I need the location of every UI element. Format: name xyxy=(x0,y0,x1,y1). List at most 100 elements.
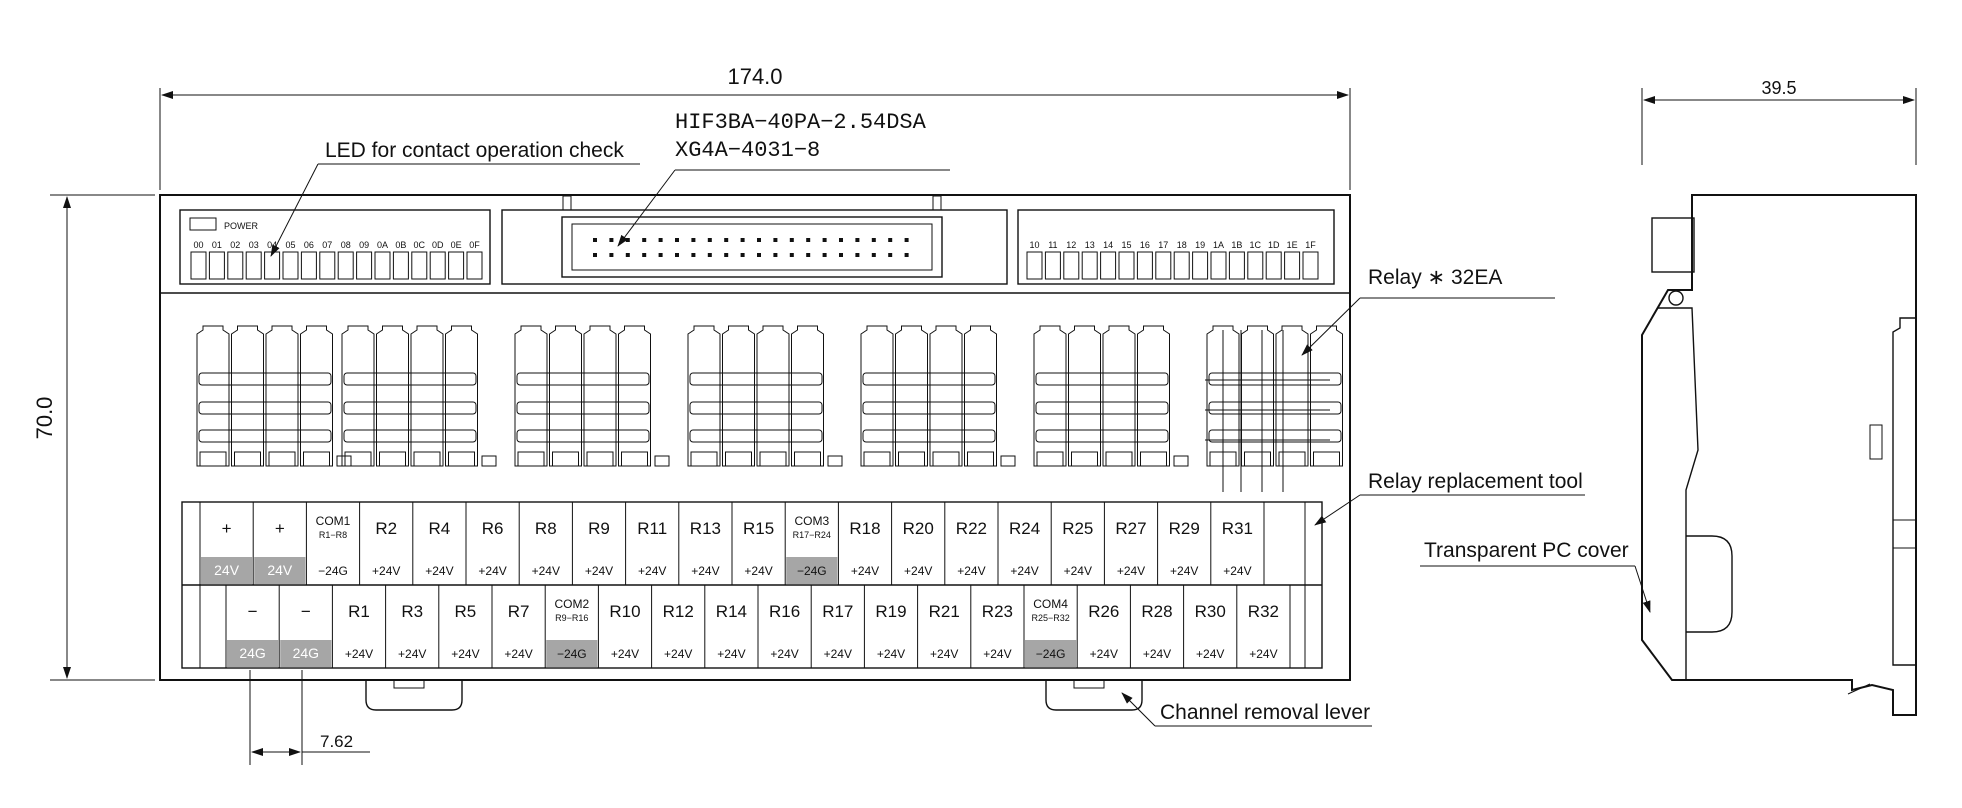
terminal-top[interactable]: R27+24V xyxy=(1103,502,1147,585)
terminal-top[interactable]: R31+24V xyxy=(1210,502,1253,585)
connector-pin xyxy=(806,238,811,242)
relay[interactable] xyxy=(583,325,617,467)
relay-base xyxy=(413,451,441,467)
terminal-bottom[interactable]: R1+24V xyxy=(331,585,373,668)
terminal-top[interactable]: R9+24V xyxy=(571,502,613,585)
relay[interactable] xyxy=(1310,325,1343,467)
terminal-bottom[interactable]: R23+24V xyxy=(970,585,1013,668)
relay-callout-label: Relay ∗ 32EA xyxy=(1368,266,1502,289)
terminal-top[interactable]: R29+24V xyxy=(1157,502,1200,585)
relay-base xyxy=(303,451,330,467)
terminal-top[interactable]: R6+24V xyxy=(465,502,507,585)
relay-clip-bar xyxy=(516,401,650,415)
terminal-bottom[interactable]: R21+24V xyxy=(917,585,960,668)
terminal-bottom[interactable]: R10+24V xyxy=(597,585,641,668)
terminal-top[interactable]: R15+24V xyxy=(731,502,774,585)
terminal-voltage: 24G xyxy=(293,645,319,661)
relay[interactable] xyxy=(196,325,230,467)
terminal-bottom[interactable]: R32+24V xyxy=(1236,585,1279,668)
terminal-name: R17 xyxy=(822,602,853,621)
led-right-indicator xyxy=(1100,251,1117,280)
terminal-voltage: +24V xyxy=(744,564,772,578)
terminal-name: R22 xyxy=(956,519,987,538)
terminal-bottom[interactable]: R28+24V xyxy=(1129,585,1173,668)
relay[interactable] xyxy=(1137,325,1170,467)
terminal-name: + xyxy=(275,519,285,538)
relay[interactable] xyxy=(445,325,478,467)
connector-pin xyxy=(839,238,843,242)
terminal-voltage: +24V xyxy=(1170,564,1198,578)
terminal-voltage: +24V xyxy=(1090,647,1118,661)
relay[interactable] xyxy=(300,325,333,467)
terminal-name: R6 xyxy=(482,519,504,538)
terminal-bottom[interactable]: R14+24V xyxy=(704,585,747,668)
relay[interactable] xyxy=(929,325,963,467)
terminal-bottom[interactable]: R7+24V xyxy=(491,585,533,668)
terminal-bottom[interactable]: R19+24V xyxy=(863,585,907,668)
relay[interactable] xyxy=(860,325,894,467)
relay[interactable] xyxy=(1033,325,1067,467)
relay[interactable] xyxy=(231,325,264,467)
relay[interactable] xyxy=(895,325,928,467)
terminal-top[interactable]: R2+24V xyxy=(359,502,401,585)
led-left-label: 0D xyxy=(432,240,444,250)
terminal-bottom[interactable]: R3+24V xyxy=(385,585,427,668)
terminal-bottom[interactable]: R30+24V xyxy=(1183,585,1226,668)
terminal-top[interactable]: R11+24V xyxy=(625,502,668,585)
relay[interactable] xyxy=(618,325,651,467)
terminal-top[interactable]: R25+24V xyxy=(1050,502,1093,585)
terminal-bottom[interactable]: R16+24V xyxy=(757,585,800,668)
relay-base xyxy=(448,451,475,467)
relay-group xyxy=(860,325,1016,467)
relay[interactable] xyxy=(1102,325,1136,467)
terminal-bottom[interactable]: R26+24V xyxy=(1076,585,1119,668)
terminal-bottom[interactable]: R5+24V xyxy=(438,585,480,668)
terminal-top[interactable]: R8+24V xyxy=(518,502,560,585)
relay[interactable] xyxy=(687,325,721,467)
relay-base xyxy=(1071,451,1098,467)
relay-spacer xyxy=(827,455,843,467)
relay[interactable] xyxy=(964,325,997,467)
terminal-bottom[interactable]: R12+24V xyxy=(651,585,694,668)
terminal-name: R13 xyxy=(690,519,721,538)
terminal-top[interactable]: R13+24V xyxy=(678,502,721,585)
relay[interactable] xyxy=(756,325,790,467)
terminal-bottom[interactable]: − 24G xyxy=(278,585,332,668)
led-left-label: 02 xyxy=(230,240,240,250)
terminal-bottom[interactable]: −24G xyxy=(225,585,279,668)
relay[interactable] xyxy=(549,325,582,467)
relay[interactable] xyxy=(722,325,755,467)
terminal-top[interactable]: R24+24V xyxy=(997,502,1040,585)
relay[interactable] xyxy=(341,325,375,467)
terminal-name: R18 xyxy=(849,519,880,538)
relay[interactable] xyxy=(376,325,409,467)
terminal-bottom[interactable]: R17+24V xyxy=(810,585,853,668)
terminal-name: R7 xyxy=(508,602,530,621)
terminal-name: − xyxy=(301,602,311,621)
terminal-top[interactable]: R20+24V xyxy=(891,502,934,585)
relay[interactable] xyxy=(1275,325,1309,467)
relay-base xyxy=(1313,451,1340,467)
relay[interactable] xyxy=(791,325,824,467)
relay[interactable] xyxy=(514,325,548,467)
terminal-top[interactable]: R18+24V xyxy=(837,502,881,585)
terminal-top[interactable]: R22+24V xyxy=(944,502,987,585)
relay[interactable] xyxy=(1241,325,1274,467)
relay-base xyxy=(1140,451,1167,467)
terminal-voltage: −24G xyxy=(1036,647,1066,661)
connector-part-line1: HIF3BA−40PA−2.54DSA xyxy=(675,110,927,135)
terminal-voltage: +24V xyxy=(425,564,453,578)
terminal-top[interactable]: +24V xyxy=(252,502,306,585)
terminal-top[interactable]: R4+24V xyxy=(412,502,454,585)
terminal-shade xyxy=(201,557,253,584)
terminal-top[interactable]: +24V xyxy=(199,502,253,585)
relay[interactable] xyxy=(410,325,444,467)
terminal-name: R28 xyxy=(1141,602,1172,621)
relay[interactable] xyxy=(265,325,299,467)
relay[interactable] xyxy=(1068,325,1101,467)
